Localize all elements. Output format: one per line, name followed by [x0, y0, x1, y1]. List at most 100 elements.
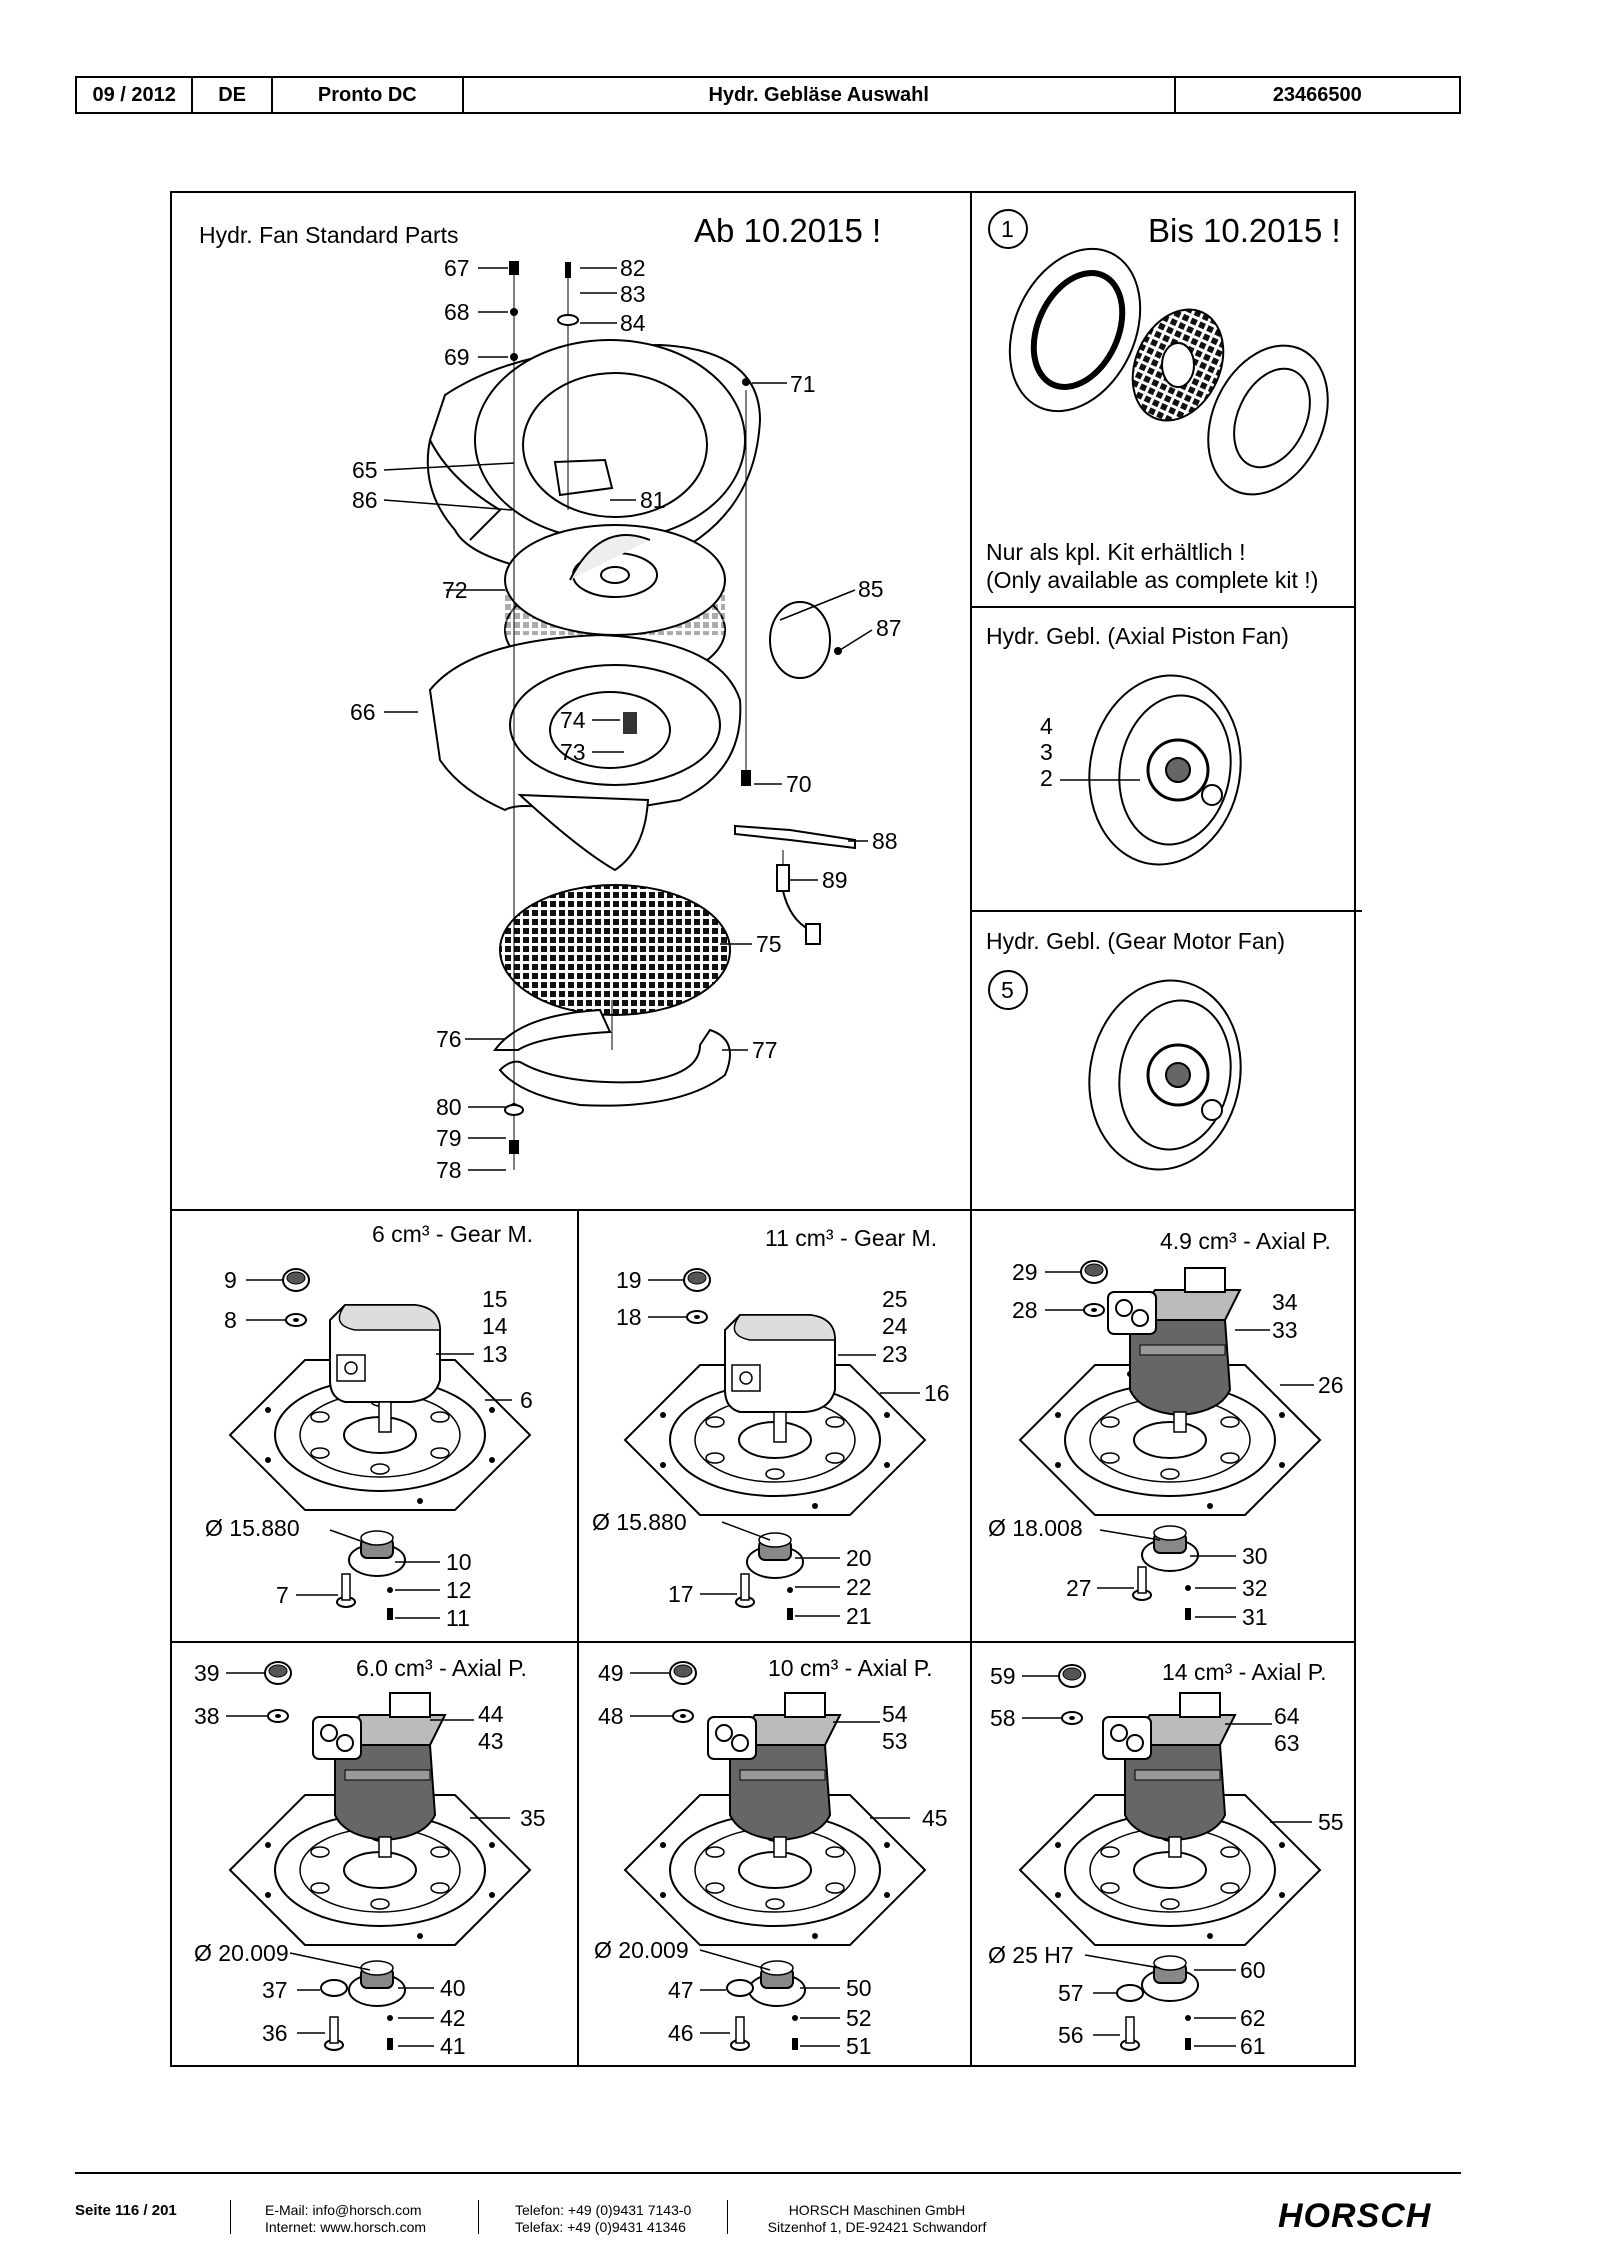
part-label: 10	[446, 1549, 472, 1575]
part-label-85: 85	[858, 576, 884, 602]
part-label: 42	[440, 2005, 466, 2031]
part-label: 43	[478, 1728, 504, 1754]
part-label-89: 89	[822, 867, 848, 893]
kit-note-de: Nur als kpl. Kit erhältlich !	[986, 539, 1245, 565]
part-label-86: 86	[352, 487, 378, 513]
part-label: 24	[882, 1313, 908, 1339]
part-label: 8	[224, 1307, 237, 1333]
part-label: 62	[1240, 2005, 1266, 2031]
part-label-65: 65	[352, 457, 378, 483]
part-label: 44	[478, 1701, 504, 1727]
part-label-75: 75	[756, 931, 782, 957]
part-label: 34	[1272, 1289, 1298, 1315]
part-label: 53	[882, 1728, 908, 1754]
part-label: 11	[446, 1605, 470, 1631]
motor-cell-11cm3-gear: 11 cm³ - Gear M. 19 18 25 24 23 16 Ø 15.…	[592, 1225, 950, 1629]
part-label: 57	[1058, 1980, 1084, 2006]
part-label: 41	[440, 2033, 466, 2059]
part-label-82: 82	[620, 255, 646, 281]
gear-motor-callout-number: 5	[1001, 977, 1014, 1003]
valid-from-note: Ab 10.2015 !	[694, 212, 881, 249]
motor-title: 6 cm³ - Gear M.	[372, 1221, 533, 1247]
fan-lower-housing	[428, 633, 742, 872]
part-label-83: 83	[620, 281, 646, 307]
part-label-72: 72	[442, 577, 468, 603]
part-label: 59	[990, 1663, 1016, 1689]
part-label: 23	[882, 1341, 908, 1367]
part-label: 20	[846, 1545, 872, 1571]
part-label: 50	[846, 1975, 872, 2001]
part-label-81: 81	[640, 487, 666, 513]
footer-contact-web: E-Mail: info@horsch.com Internet: www.ho…	[265, 2202, 426, 2236]
shaft-diameter: Ø 20.009	[194, 1940, 289, 1966]
part-label: 45	[922, 1805, 948, 1831]
part-label: 28	[1012, 1297, 1038, 1323]
part-label: 63	[1274, 1730, 1300, 1756]
header-model: Pronto DC	[273, 78, 464, 112]
axial-piston-panel-title: Hydr. Gebl. (Axial Piston Fan)	[986, 623, 1289, 649]
part-label-69: 69	[444, 344, 470, 370]
motor-title: 6.0 cm³ - Axial P.	[356, 1655, 527, 1681]
part-label-68: 68	[444, 299, 470, 325]
header-title: Hydr. Gebläse Auswahl	[464, 78, 1176, 112]
part-label: 49	[598, 1660, 624, 1686]
part-label: 36	[262, 2020, 288, 2046]
part-label: 64	[1274, 1703, 1300, 1729]
page-number: Seite 116 / 201	[75, 2202, 177, 2219]
part-label: 40	[440, 1975, 466, 2001]
shaft-diameter: Ø 20.009	[594, 1937, 689, 1963]
part-label: 15	[482, 1286, 508, 1312]
part-label: 18	[616, 1304, 642, 1330]
part-label: 13	[482, 1341, 508, 1367]
part-label: 26	[1318, 1372, 1344, 1398]
part-label-67: 67	[444, 255, 470, 281]
part-label: 14	[482, 1313, 508, 1339]
footer-internet: Internet: www.horsch.com	[265, 2219, 427, 2235]
part-label: 12	[446, 1577, 472, 1603]
part-label-79: 79	[436, 1125, 462, 1151]
part-label-73: 73	[560, 739, 586, 765]
footer-fax: Telefax: +49 (0)9431 41346	[515, 2219, 686, 2235]
part-label: 25	[882, 1286, 908, 1312]
part-label: 46	[668, 2020, 694, 2046]
part-label: 39	[194, 1660, 220, 1686]
part-label: 7	[276, 1582, 289, 1608]
footer-email: E-Mail: info@horsch.com	[265, 2202, 422, 2218]
footer-rule	[75, 2172, 1461, 2174]
part-label: 35	[520, 1805, 546, 1831]
motor-cell-4-9cm3-axial: 4.9 cm³ - Axial P. 29 28 34 33 26 Ø 18.0…	[988, 1228, 1344, 1630]
motor-title: 14 cm³ - Axial P.	[1162, 1659, 1326, 1685]
footer-divider	[230, 2200, 231, 2234]
footer-divider	[478, 2200, 479, 2234]
part-label: 61	[1240, 2033, 1266, 2059]
part-label: 33	[1272, 1317, 1298, 1343]
axial-piston-fan-illustration	[1088, 674, 1242, 866]
part-label: 19	[616, 1267, 642, 1293]
part-label: 17	[668, 1581, 694, 1607]
header-doc-no: 23466500	[1272, 83, 1362, 106]
part-label-3: 3	[1040, 739, 1053, 765]
part-label-76: 76	[436, 1026, 462, 1052]
part-label: 21	[846, 1603, 872, 1629]
footer-company-block: HORSCH Maschinen GmbH Sitzenhof 1, DE-92…	[762, 2202, 992, 2236]
part-label: 22	[846, 1574, 872, 1600]
motor-title: 4.9 cm³ - Axial P.	[1160, 1228, 1331, 1254]
kit-callout-number: 1	[1001, 216, 1014, 242]
part-label: 32	[1242, 1575, 1268, 1601]
part-label-80: 80	[436, 1094, 462, 1120]
shaft-diameter: Ø 15.880	[592, 1509, 687, 1535]
header-date: 09 / 2012	[77, 78, 194, 112]
part-label-87: 87	[876, 615, 902, 641]
part-label: 37	[262, 1977, 288, 2003]
part-label: 38	[194, 1703, 220, 1729]
header-table: 09 / 2012 DE Pronto DC Hydr. Gebläse Aus…	[75, 76, 1461, 114]
motor-cell-14cm3-axial: 14 cm³ - Axial P. 59 58 64 63 55 Ø 25 H7…	[988, 1659, 1344, 2059]
part-label-66: 66	[350, 699, 376, 725]
part-label-77: 77	[752, 1037, 778, 1063]
part-label-70: 70	[786, 771, 812, 797]
motor-title: 10 cm³ - Axial P.	[768, 1655, 932, 1681]
old-fan-kit-illustration	[1008, 247, 1329, 496]
kit-note-en: (Only available as complete kit !)	[986, 567, 1318, 593]
part-label: 54	[882, 1701, 908, 1727]
